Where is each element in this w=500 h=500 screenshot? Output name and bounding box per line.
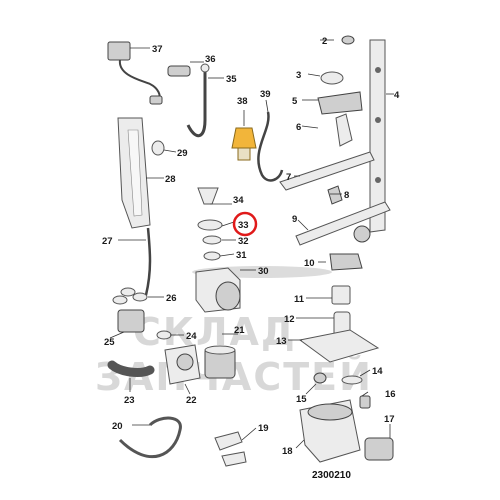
part-13-sump-plate [298, 329, 380, 363]
part-4-pipe [369, 39, 386, 233]
label-19: 19 [258, 423, 269, 434]
part-29 [151, 140, 165, 156]
label-28: 28 [165, 174, 176, 185]
label-12: 12 [284, 314, 295, 325]
part-23-hose-elbow [107, 360, 155, 377]
label-29: 29 [177, 148, 188, 159]
label-4: 4 [394, 90, 400, 101]
label-39: 39 [260, 89, 271, 100]
label-13: 13 [276, 336, 287, 347]
part-32 [202, 235, 222, 245]
label-37: 37 [152, 44, 163, 55]
label-31: 31 [236, 250, 247, 261]
part-7-spray-arm [279, 151, 375, 191]
label-35: 35 [226, 74, 237, 85]
label-3: 3 [296, 70, 301, 81]
label-30: 30 [258, 266, 269, 277]
part-36-clip [167, 65, 191, 77]
part-6-tube [335, 113, 353, 147]
part-27-hose [144, 227, 152, 296]
part-28-side-panel [117, 117, 151, 229]
part-14 [341, 375, 363, 385]
part-5-spray-head [317, 91, 363, 115]
part-2 [341, 35, 355, 45]
label-22: 22 [186, 395, 197, 406]
label-2: 2 [322, 36, 327, 47]
label-24: 24 [186, 331, 197, 342]
label-5: 5 [292, 96, 298, 107]
label-6: 6 [296, 122, 301, 133]
leader-lines [109, 39, 394, 449]
part-9-spray-arm [295, 201, 391, 246]
label-18: 18 [282, 446, 293, 457]
label-23: 23 [124, 395, 135, 406]
label-33: 33 [238, 220, 249, 231]
part-17-drain-pump [364, 437, 394, 461]
label-15: 15 [296, 394, 307, 405]
part-8 [327, 185, 343, 205]
label-7: 7 [286, 172, 291, 183]
part-35-hose [186, 63, 210, 138]
label-11: 11 [294, 294, 305, 305]
label-27: 27 [102, 236, 113, 247]
label-38: 38 [237, 96, 248, 107]
part-15 [313, 372, 327, 384]
part-25-valve [117, 309, 145, 333]
part-22-pump [164, 344, 201, 385]
label-17: 17 [384, 414, 395, 425]
part-33-gasket [197, 219, 223, 231]
part-24-ring [156, 330, 172, 340]
label-25: 25 [104, 337, 115, 348]
label-32: 32 [238, 236, 249, 247]
part-38-valve [231, 127, 257, 161]
label-16: 16 [385, 389, 396, 400]
part-37-cable [107, 41, 163, 105]
part-11-filter-top [331, 285, 351, 305]
diagram-code: 2300210 [312, 470, 351, 481]
label-34: 34 [233, 195, 244, 206]
part-26-rings [112, 287, 148, 305]
label-10: 10 [304, 258, 315, 269]
part-19-clamps [214, 431, 247, 467]
part-39-tube [257, 111, 284, 182]
label-20: 20 [112, 421, 123, 432]
label-8: 8 [344, 190, 349, 201]
part-30-softener [195, 267, 241, 313]
part-31 [203, 251, 221, 261]
part-21-motor [204, 345, 236, 379]
label-9: 9 [292, 214, 297, 225]
part-18-sump [299, 399, 361, 463]
label-21: 21 [234, 325, 245, 336]
label-14: 14 [372, 366, 383, 377]
part-34-funnel [197, 187, 219, 205]
part-20-drain-hose [118, 416, 182, 459]
label-36: 36 [205, 54, 216, 65]
part-16 [359, 395, 371, 409]
highlight-circle-33 [232, 211, 258, 237]
part-3-nut [320, 71, 344, 85]
part-10 [329, 253, 363, 271]
label-26: 26 [166, 293, 177, 304]
